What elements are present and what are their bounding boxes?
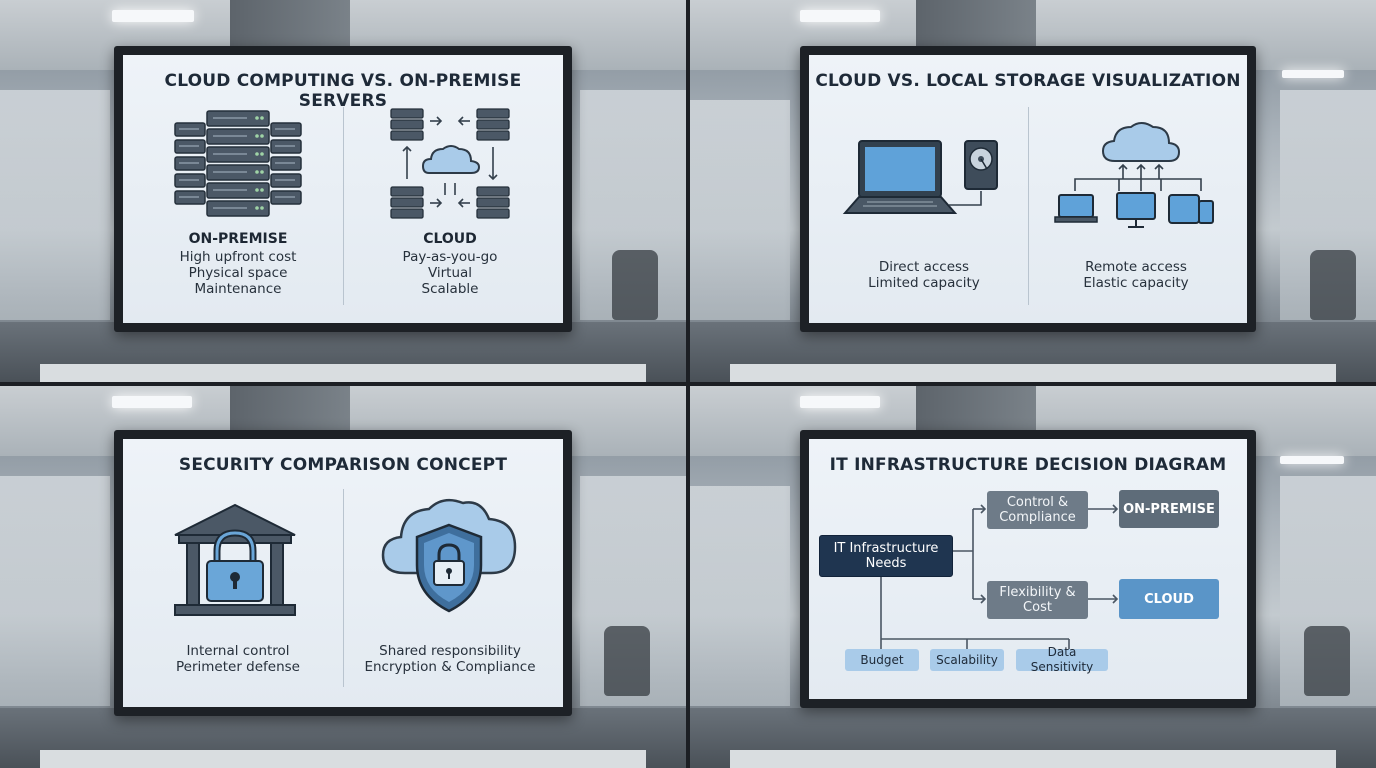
factor-scalability: Scalability <box>930 649 1004 671</box>
ceiling-light <box>800 10 880 22</box>
on-premise-security-line: Perimeter defense <box>176 659 300 675</box>
monitor: CLOUD VS. LOCAL STORAGE VISUALIZATION Di… <box>800 46 1256 332</box>
chair <box>1310 250 1356 320</box>
panel-decision-diagram: IT INFRASTRUCTURE DECISION DIAGRAM <box>690 386 1376 768</box>
chair <box>1304 626 1350 696</box>
screen: SECURITY COMPARISON CONCEPT Internal con… <box>123 439 563 707</box>
factor-data-sensitivity: Data Sensitivity <box>1016 645 1108 674</box>
panel-title: IT INFRASTRUCTURE DECISION DIAGRAM <box>829 455 1227 475</box>
outcome-on-premise: ON-PREMISE <box>1119 490 1219 528</box>
panel-title: CLOUD VS. LOCAL STORAGE VISUALIZATION <box>815 71 1241 91</box>
table <box>40 750 646 768</box>
cloud-shield-icon <box>381 498 517 613</box>
ceiling-light <box>1280 456 1344 464</box>
screen: IT INFRASTRUCTURE DECISION DIAGRAM <box>809 439 1247 699</box>
cloud-line: Elastic capacity <box>1083 275 1189 291</box>
on-premise-line: Physical space <box>188 265 288 281</box>
cloud-security-line: Shared responsibility <box>379 643 521 659</box>
local-line: Direct access <box>878 259 970 275</box>
ceiling-light <box>112 396 192 408</box>
table <box>730 750 1336 768</box>
server-rack-icon <box>174 110 302 217</box>
monitor: CLOUD COMPUTING VS. ON-PREMISE SERVERS <box>114 46 572 332</box>
panel-title: CLOUD COMPUTING VS. ON-PREMISE SERVERS <box>164 71 522 111</box>
table <box>40 364 646 382</box>
screen: CLOUD VS. LOCAL STORAGE VISUALIZATION Di… <box>809 55 1247 323</box>
divider <box>343 489 344 687</box>
cloud-servers-icon <box>390 108 510 219</box>
cloud-line: Remote access <box>1085 259 1187 275</box>
monitor: IT INFRASTRUCTURE DECISION DIAGRAM <box>800 430 1256 708</box>
ceiling-light <box>1282 70 1344 78</box>
diagram-connectors <box>880 504 1119 649</box>
window <box>690 486 790 706</box>
screen: CLOUD COMPUTING VS. ON-PREMISE SERVERS <box>123 55 563 323</box>
criteria-flexibility-cost: Flexibility & Cost <box>987 581 1088 619</box>
on-premise-heading: ON-PREMISE <box>188 231 288 247</box>
monitor: SECURITY COMPARISON CONCEPT Internal con… <box>114 430 572 716</box>
on-premise-security-line: Internal control <box>186 643 290 659</box>
bank-lock-icon <box>174 503 296 616</box>
cloud-devices-icon <box>1054 122 1214 228</box>
panel-cloud-vs-on-premise: CLOUD COMPUTING VS. ON-PREMISE SERVERS <box>0 0 686 382</box>
divider <box>343 107 344 305</box>
cloud-line: Scalable <box>421 281 479 297</box>
on-premise-line: High upfront cost <box>179 249 297 265</box>
criteria-control-compliance: Control & Compliance <box>987 491 1088 529</box>
panel-cloud-vs-local-storage: CLOUD VS. LOCAL STORAGE VISUALIZATION Di… <box>690 0 1376 382</box>
start-node: IT Infrastructure Needs <box>819 535 953 577</box>
ceiling-light <box>112 10 194 22</box>
local-line: Limited capacity <box>868 275 980 291</box>
window <box>0 476 110 706</box>
panel-security-comparison: SECURITY COMPARISON CONCEPT Internal con… <box>0 386 686 768</box>
table <box>730 364 1336 382</box>
cloud-heading: CLOUD <box>423 231 477 247</box>
factor-budget: Budget <box>845 649 919 671</box>
chair <box>612 250 658 320</box>
divider <box>1028 107 1029 305</box>
ceiling-light <box>800 396 880 408</box>
outcome-cloud: CLOUD <box>1119 579 1219 619</box>
window <box>0 90 110 320</box>
on-premise-line: Maintenance <box>194 281 282 297</box>
laptop-harddrive-icon <box>842 140 998 214</box>
cloud-line: Pay-as-you-go <box>402 249 498 265</box>
cloud-line: Virtual <box>427 265 473 281</box>
cloud-security-line: Encryption & Compliance <box>364 659 536 675</box>
panel-title: SECURITY COMPARISON CONCEPT <box>178 455 508 475</box>
window <box>690 100 790 320</box>
chair <box>604 626 650 696</box>
